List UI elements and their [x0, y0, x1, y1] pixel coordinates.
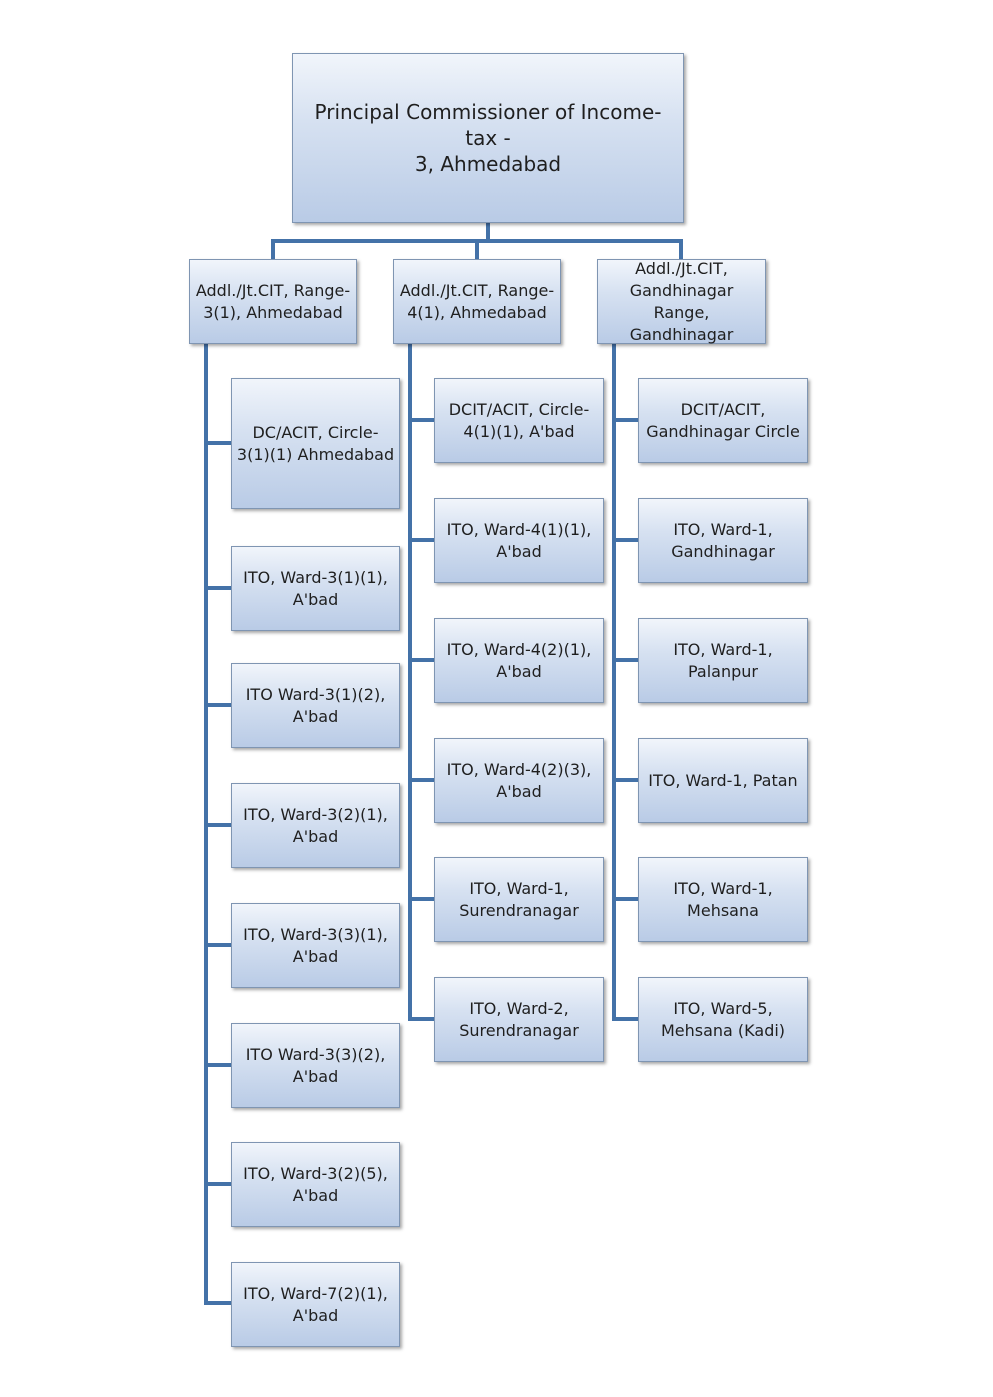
unit-node-label: ITO, Ward-4(1)(1), A'bad — [446, 519, 592, 561]
unit-node: ITO, Ward-2, Surendranagar — [434, 977, 604, 1062]
unit-node-label: ITO, Ward-1, Palanpur — [673, 639, 773, 681]
unit-node-label: ITO, Ward-1, Patan — [648, 770, 798, 790]
unit-node-label: DCIT/ACIT, Circle- 4(1)(1), A'bad — [448, 399, 590, 441]
unit-node-label: ITO, Ward-5, Mehsana (Kadi) — [660, 998, 786, 1040]
range-node-label: Addl./Jt.CIT, Range- 4(1), Ahmedabad — [399, 280, 555, 322]
unit-node-label: ITO, Ward-1, Gandhinagar — [671, 519, 775, 561]
unit-node: ITO, Ward-7(2)(1), A'bad — [231, 1262, 400, 1347]
unit-node-label: ITO, Ward-3(1)(1), A'bad — [243, 567, 388, 609]
unit-node: ITO Ward-3(1)(2), A'bad — [231, 663, 400, 748]
unit-node: ITO, Ward-1, Patan — [638, 738, 808, 823]
unit-node-label: ITO, Ward-4(2)(1), A'bad — [446, 639, 592, 681]
unit-node: ITO, Ward-4(1)(1), A'bad — [434, 498, 604, 583]
root-node-label: Principal Commissioner of Income-tax - 3… — [314, 100, 662, 176]
unit-node-label: ITO, Ward-4(2)(3), A'bad — [446, 759, 592, 801]
unit-node-label: DC/ACIT, Circle- 3(1)(1) Ahmedabad — [236, 422, 395, 464]
root-node: Principal Commissioner of Income-tax - 3… — [292, 53, 684, 223]
unit-node-label: ITO, Ward-3(3)(1), A'bad — [243, 924, 388, 966]
unit-node: ITO, Ward-1, Surendranagar — [434, 857, 604, 942]
unit-node: ITO, Ward-1, Palanpur — [638, 618, 808, 703]
unit-node: ITO Ward-3(3)(2), A'bad — [231, 1023, 400, 1108]
unit-node: ITO, Ward-3(3)(1), A'bad — [231, 903, 400, 988]
unit-node-label: ITO, Ward-7(2)(1), A'bad — [243, 1283, 388, 1325]
range-node-label: Addl./Jt.CIT, Gandhinagar Range, Gandhin… — [629, 258, 734, 344]
unit-node: ITO, Ward-5, Mehsana (Kadi) — [638, 977, 808, 1062]
unit-node-label: ITO, Ward-1, Mehsana — [673, 878, 773, 920]
unit-node: DC/ACIT, Circle- 3(1)(1) Ahmedabad — [231, 378, 400, 509]
range-node-label: Addl./Jt.CIT, Range- 3(1), Ahmedabad — [195, 280, 351, 322]
unit-node-label: ITO Ward-3(3)(2), A'bad — [245, 1044, 386, 1086]
range-node-3: Addl./Jt.CIT, Gandhinagar Range, Gandhin… — [597, 259, 766, 344]
range-node-2: Addl./Jt.CIT, Range- 4(1), Ahmedabad — [393, 259, 561, 344]
unit-node: ITO, Ward-4(2)(3), A'bad — [434, 738, 604, 823]
unit-node: DCIT/ACIT, Circle- 4(1)(1), A'bad — [434, 378, 604, 463]
unit-node: ITO, Ward-1, Mehsana — [638, 857, 808, 942]
unit-node-label: ITO, Ward-1, Surendranagar — [459, 878, 579, 920]
unit-node: ITO, Ward-3(2)(5), A'bad — [231, 1142, 400, 1227]
unit-node: ITO, Ward-4(2)(1), A'bad — [434, 618, 604, 703]
unit-node-label: ITO Ward-3(1)(2), A'bad — [245, 684, 386, 726]
unit-node-label: ITO, Ward-3(2)(5), A'bad — [243, 1163, 388, 1205]
unit-node: ITO, Ward-3(2)(1), A'bad — [231, 783, 400, 868]
unit-node-label: ITO, Ward-2, Surendranagar — [459, 998, 579, 1040]
unit-node: ITO, Ward-1, Gandhinagar — [638, 498, 808, 583]
unit-node: DCIT/ACIT, Gandhinagar Circle — [638, 378, 808, 463]
unit-node-label: ITO, Ward-3(2)(1), A'bad — [243, 804, 388, 846]
unit-node: ITO, Ward-3(1)(1), A'bad — [231, 546, 400, 631]
unit-node-label: DCIT/ACIT, Gandhinagar Circle — [646, 399, 800, 441]
range-node-1: Addl./Jt.CIT, Range- 3(1), Ahmedabad — [189, 259, 357, 344]
